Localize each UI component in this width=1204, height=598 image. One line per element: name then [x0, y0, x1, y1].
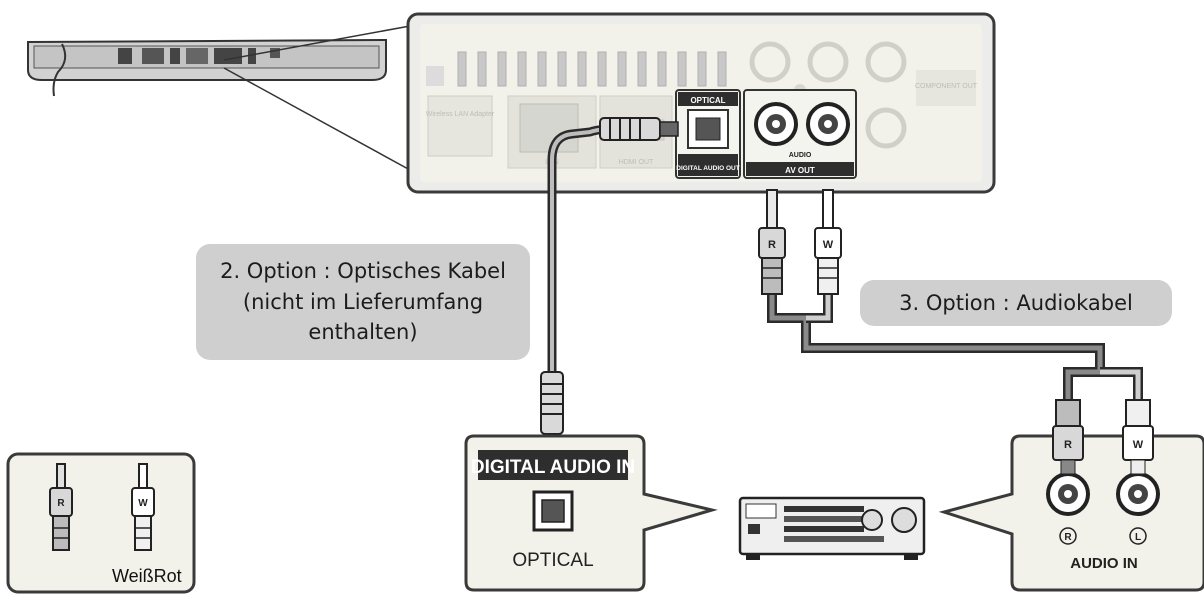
cable-plug-red-top: R: [758, 189, 786, 295]
receiver-audio-in-panel: R W R L AUDIO IN: [938, 399, 1204, 592]
component-out-label: COMPONENT OUT: [915, 83, 978, 90]
optical-callout-line3: enthalten): [308, 320, 418, 345]
audio-cable: R W: [758, 189, 1143, 400]
optical-option-callout: 2. Option : Optisches Kabel (nicht im Li…: [196, 244, 530, 360]
legend-plug-red: R: [57, 498, 65, 509]
receiver-digital-in-panel: DIGITAL AUDIO IN OPTICAL: [464, 434, 718, 592]
plug-legend: R W WeißRot: [6, 452, 196, 594]
wireless-lan-label: Wireless LAN Adapter: [426, 111, 495, 118]
audio-option-callout: 3. Option : Audiokabel: [860, 280, 1172, 326]
hdmi-label: HDMI OUT: [619, 159, 654, 166]
audio-callout-text: 3. Option : Audiokabel: [899, 290, 1133, 315]
optical-callout-line2: (nicht im Lieferumfang: [242, 289, 484, 314]
legend-plug-white: W: [138, 498, 148, 509]
jack-right-label: R: [1064, 532, 1072, 543]
av-receiver: [738, 496, 926, 560]
player-thumbnail: [27, 25, 411, 171]
legend-label: WeißRot: [112, 566, 182, 586]
player-rear-panel: Wireless LAN Adapter LAN HDMI OUT COMPON…: [406, 12, 996, 194]
jack-left-label: L: [1135, 532, 1141, 543]
plug-white-label: W: [823, 239, 834, 251]
optical-callout-line1: 2. Option : Optisches Kabel: [220, 259, 506, 284]
digital-audio-out-label: DIGITAL AUDIO OUT: [676, 165, 739, 172]
av-out-label: AV OUT: [785, 166, 815, 175]
digital-in-optical-label: OPTICAL: [512, 550, 593, 571]
plug-red-label: R: [768, 239, 776, 251]
digital-audio-in-title: DIGITAL AUDIO IN: [471, 457, 635, 478]
jack-plug-red-label: R: [1064, 439, 1072, 451]
jack-plug-white-label: W: [1133, 439, 1144, 451]
optical-cable: [540, 117, 679, 449]
cable-plug-white-top: W: [814, 189, 842, 295]
audio-label: AUDIO: [789, 152, 812, 159]
audio-in-title: AUDIO IN: [1070, 555, 1138, 572]
optical-port-label: OPTICAL: [690, 96, 725, 105]
